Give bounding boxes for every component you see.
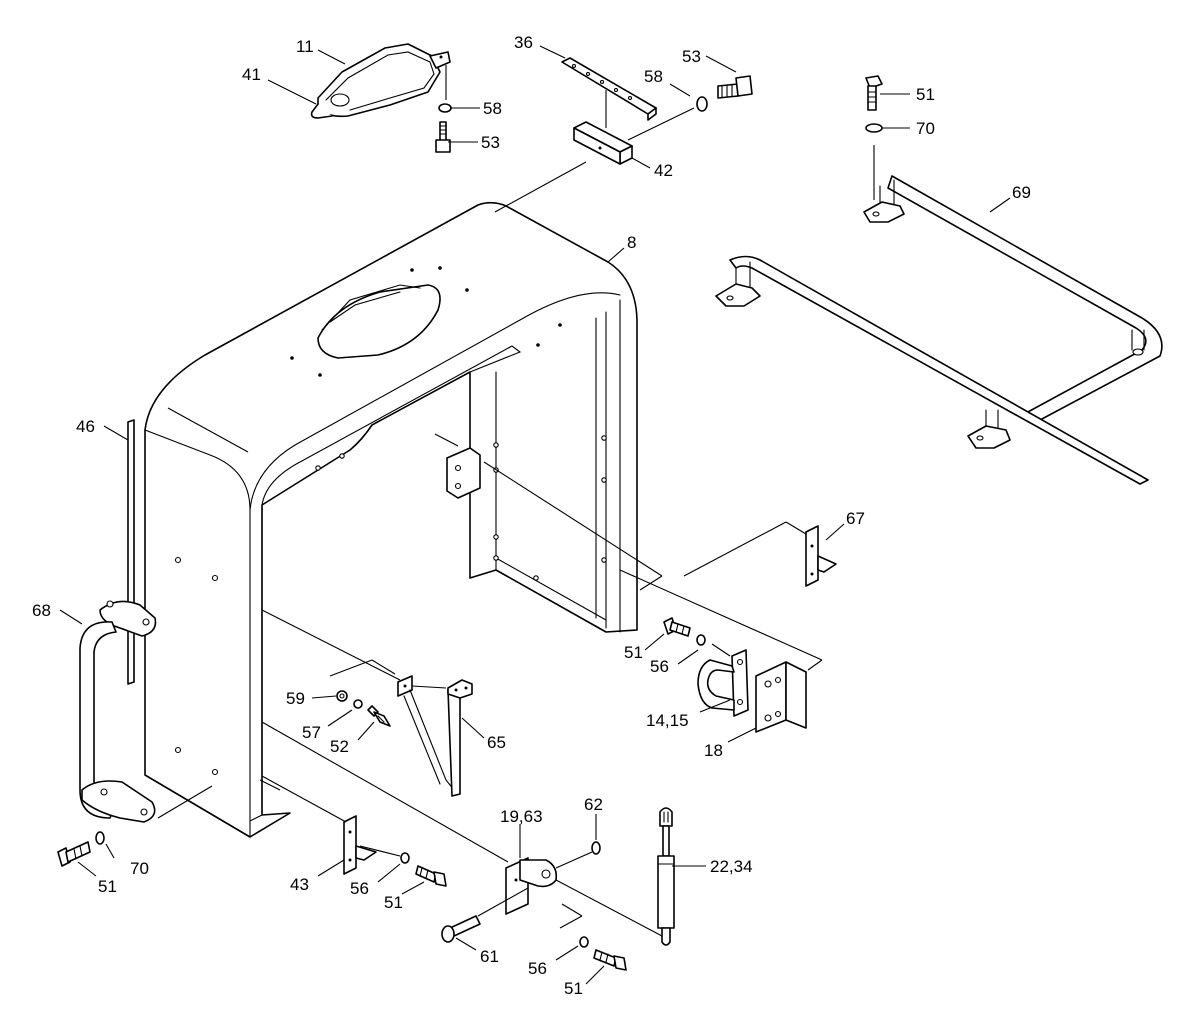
- callout-51: 51: [98, 877, 117, 896]
- part-68-handle: [79, 600, 157, 823]
- callout-22-34: 22,34: [710, 857, 753, 876]
- bolt-51-a: [865, 75, 883, 111]
- bolt-53-a: [435, 121, 451, 153]
- callout-57: 57: [302, 723, 321, 742]
- callout-70: 70: [130, 859, 149, 878]
- washer-58-a: [438, 103, 452, 113]
- callout-67: 67: [846, 509, 865, 528]
- washer-59: [336, 690, 348, 702]
- callout-51: 51: [384, 893, 403, 912]
- bolt-51-d: [415, 865, 447, 887]
- callout-59: 59: [286, 689, 305, 708]
- callout-52: 52: [330, 737, 349, 756]
- callout-14-15: 14,15: [646, 711, 689, 730]
- callout-56: 56: [528, 959, 547, 978]
- washer-56-b: [400, 852, 410, 864]
- callout-51: 51: [624, 643, 643, 662]
- washer-58-b: [696, 96, 708, 112]
- part-43-bracket: [343, 815, 377, 875]
- part-67-bracket: [805, 525, 837, 587]
- callout-46: 46: [76, 417, 95, 436]
- callout-19-63: 19,63: [500, 807, 543, 826]
- callout-58: 58: [483, 99, 502, 118]
- bolt-53-b: [717, 75, 753, 99]
- bolt-51-e: [593, 949, 627, 971]
- washer-57: [353, 699, 363, 709]
- part-65-strut: [397, 675, 473, 797]
- washer-56-a: [696, 634, 706, 646]
- callout-8: 8: [627, 233, 636, 252]
- callout-43: 43: [290, 875, 309, 894]
- callout-61: 61: [480, 947, 499, 966]
- callout-42: 42: [654, 161, 673, 180]
- callout-11: 11: [296, 37, 314, 56]
- callout-labels: 11 41 58 53 36 53 58 42 51 70 69 8 46 67…: [32, 33, 1031, 998]
- callout-58: 58: [644, 67, 663, 86]
- washer-70-b: [95, 831, 105, 845]
- part-42-bracket: [573, 121, 633, 165]
- washer-56-c: [579, 936, 589, 948]
- callout-41: 41: [242, 65, 261, 84]
- part-11-cover-plate: [310, 43, 451, 119]
- bolt-51-c: [663, 617, 691, 637]
- part-8-frame: [144, 201, 638, 838]
- part-69-top-rail: [715, 175, 1163, 485]
- washer-70-a: [865, 123, 883, 133]
- callout-62: 62: [584, 795, 603, 814]
- bolt-52: [367, 705, 391, 727]
- part-14-15-u-bracket: [697, 649, 749, 717]
- callout-18: 18: [704, 741, 723, 760]
- callout-70: 70: [916, 119, 935, 138]
- callout-53: 53: [682, 47, 701, 66]
- callout-36: 36: [514, 33, 533, 52]
- part-36-bar: [561, 57, 657, 121]
- callout-56: 56: [650, 657, 669, 676]
- part-19-63-bracket: [505, 857, 558, 915]
- part-46-strip: [127, 419, 135, 685]
- callout-51: 51: [916, 85, 935, 104]
- part-18-angle-bracket: [755, 661, 807, 733]
- callout-51: 51: [564, 979, 583, 998]
- callout-68: 68: [32, 601, 51, 620]
- callout-69: 69: [1012, 183, 1031, 202]
- part-61-pin: [441, 915, 481, 943]
- leader-lines: [59, 45, 1011, 985]
- callout-65: 65: [487, 733, 506, 752]
- part-22-34-gas-strut: [657, 807, 675, 946]
- callout-56: 56: [350, 879, 369, 898]
- callout-53: 53: [481, 133, 500, 152]
- bolt-51-b: [57, 841, 91, 867]
- part-62-clip: [591, 841, 601, 855]
